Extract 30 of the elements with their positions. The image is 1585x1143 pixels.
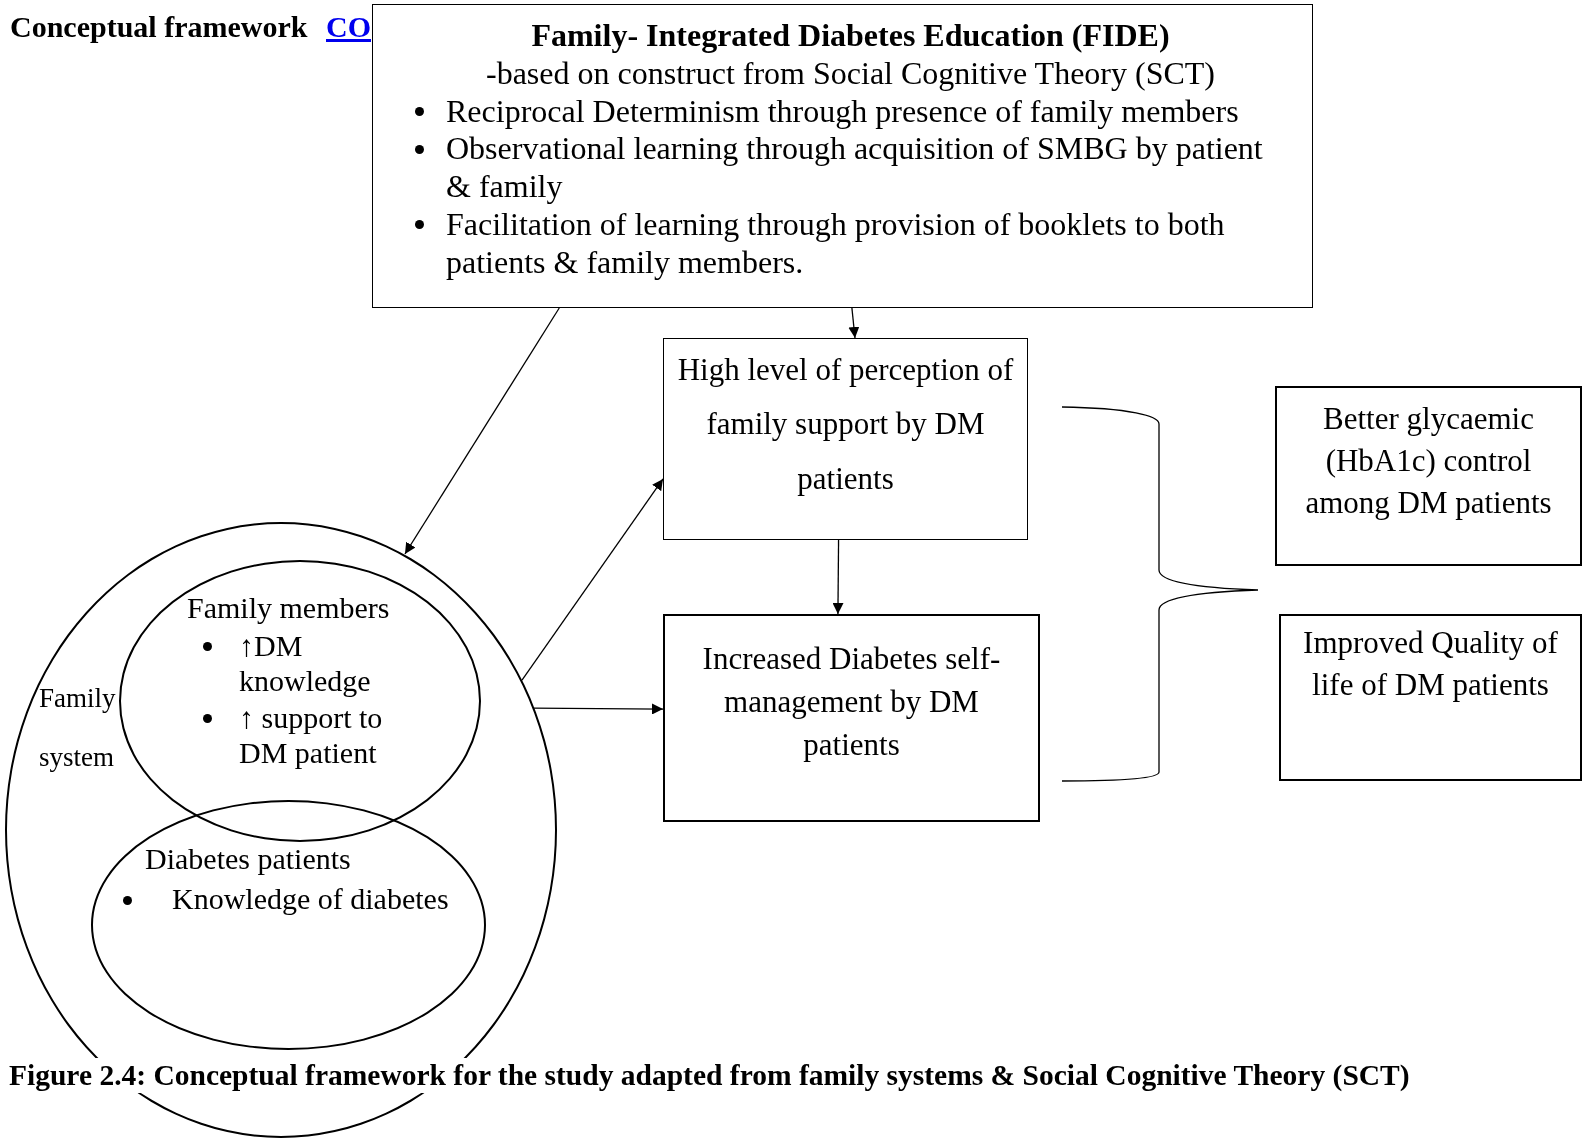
box-text: Improved Quality of life of DM patients [1302, 624, 1559, 705]
page-heading: Conceptual framework [10, 10, 308, 44]
arrow [832, 539, 844, 615]
bullet-text: Observational learning through acquisition of SMBG by patient & family [446, 130, 1264, 206]
process-box [372, 4, 1313, 308]
box-text: Increased Diabetes self-management by DM patients [701, 640, 1002, 764]
group-ellipse [119, 560, 481, 842]
bullet-text: Reciprocal Determinism through presence of family members [446, 92, 1240, 131]
arrow [533, 703, 664, 715]
box-subheading: -based on construct from Social Cognitive Theory (SCT) [484, 54, 1216, 93]
bullet-text: ↑ support to DM patient [239, 700, 384, 771]
box-heading: Family- Integrated Diabetes Education (FIDE) [530, 17, 1171, 55]
bullet-text: Knowledge of diabetes [172, 882, 449, 916]
arrow [521, 478, 664, 681]
group-label: Family system [39, 682, 117, 775]
bullet-text: Facilitation of learning through provision of booklets to both patients & family members. [446, 205, 1226, 282]
ellipse-heading: Family members [187, 590, 390, 626]
group-ellipse [91, 800, 486, 1050]
arrow [848, 307, 860, 339]
bullet-text: ↑DM knowledge [239, 628, 372, 699]
process-box [1275, 386, 1582, 566]
figure-caption: Figure 2.4: Conceptual framework for the study adapted from family systems & Social Cognitive Theory (SCT) [9, 1058, 1410, 1093]
process-box [1279, 614, 1582, 781]
box-text: Better glycaemic (HbA1c) control among DM patients [1304, 400, 1553, 523]
arrow [404, 307, 560, 555]
process-box [663, 614, 1040, 822]
box-text: High level of perception of family support by DM patients [676, 351, 1015, 498]
ellipse-heading: Diabetes patients [145, 842, 351, 876]
process-box [663, 338, 1028, 540]
link: CO [326, 10, 371, 44]
